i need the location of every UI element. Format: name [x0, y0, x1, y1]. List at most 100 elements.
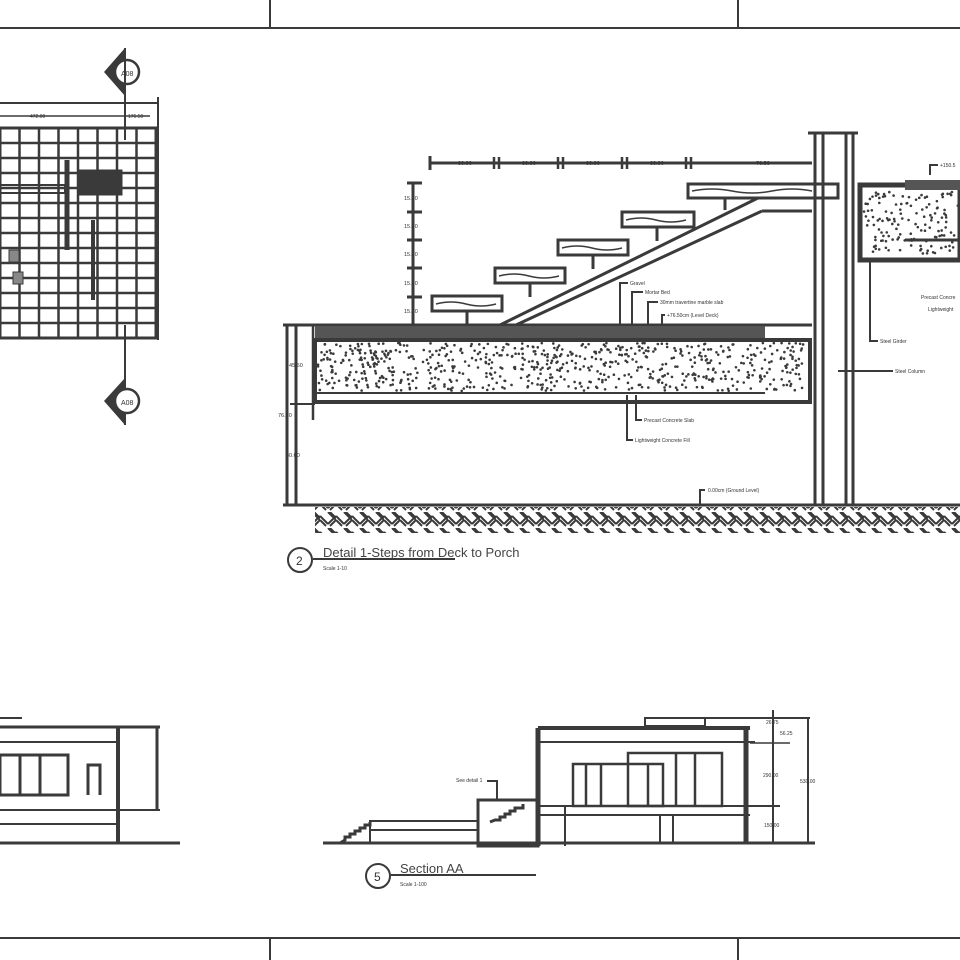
aggregate-dot	[933, 251, 937, 255]
aggregate-dot	[877, 248, 881, 251]
aggregate-dot	[709, 348, 713, 351]
aggregate-dot	[545, 386, 549, 390]
aggregate-dot	[390, 370, 394, 374]
aggregate-dot	[588, 368, 591, 372]
aggregate-dot	[921, 252, 925, 255]
aggregate-dot	[892, 194, 895, 197]
aggregate-dot	[612, 373, 616, 376]
aggregate-dot	[588, 380, 591, 384]
aggregate-dot	[785, 366, 788, 369]
detail-riser-dims: 15.00 15.00 15.00 15.00 15.00	[404, 196, 418, 315]
section-marker-bottom[interactable]: A08	[104, 325, 141, 425]
aggregate-dot	[604, 378, 608, 382]
aggregate-dot	[380, 357, 383, 360]
aggregate-dot	[645, 355, 649, 359]
aggregate-dot	[656, 342, 660, 346]
aggregate-dot	[797, 357, 801, 361]
aggregate-dot	[492, 353, 496, 357]
section-marker-top[interactable]: A08	[104, 48, 141, 140]
aggregate-dot	[474, 358, 478, 362]
aggregate-dot	[495, 381, 499, 385]
aggregate-dot	[740, 361, 743, 365]
aggregate-dot	[521, 352, 524, 356]
aggregate-dot	[375, 356, 378, 360]
aggregate-dot	[369, 349, 372, 352]
aggregate-dot	[901, 195, 905, 198]
aggregate-dot	[554, 355, 558, 358]
aggregate-dot	[800, 386, 804, 390]
aggregate-dot	[465, 385, 469, 388]
aggregate-dot	[400, 378, 403, 382]
aggregate-dot	[335, 343, 338, 347]
aggregate-dot	[532, 350, 536, 353]
aggregate-dot	[779, 357, 783, 361]
aggregate-dot	[326, 358, 329, 361]
aggregate-dot	[940, 216, 944, 219]
aggregate-dot	[605, 341, 608, 345]
aggregate-dot	[665, 345, 669, 349]
aggregate-dot	[907, 218, 910, 222]
aggregate-dot	[798, 377, 802, 381]
aggregate-dot	[566, 369, 570, 373]
aggregate-dot	[351, 349, 354, 353]
aggregate-dot	[683, 379, 686, 382]
aggregate-dot	[421, 360, 425, 364]
aggregate-dot	[676, 365, 679, 368]
label-top-level: +150.5	[940, 163, 956, 169]
aggregate-dot	[428, 371, 432, 375]
aggregate-dot	[648, 372, 652, 376]
aggregate-dot	[330, 376, 334, 380]
aggregate-dot	[488, 372, 492, 375]
aggregate-dot	[897, 236, 901, 239]
aggregate-dot	[536, 377, 540, 380]
section-number: 5	[374, 870, 381, 884]
aggregate-dot	[345, 378, 348, 382]
aggregate-dot	[530, 381, 534, 385]
aggregate-dot	[444, 342, 448, 346]
aggregate-dot	[874, 194, 878, 197]
aggregate-dot	[896, 223, 900, 226]
aggregate-dot	[428, 350, 432, 353]
aggregate-dot	[626, 381, 630, 385]
aggregate-dot	[640, 385, 644, 389]
aggregate-dot	[597, 377, 601, 381]
aggregate-dot	[944, 245, 947, 249]
aggregate-dot	[948, 244, 951, 248]
plan-dim-width: 472.00	[30, 114, 46, 120]
aggregate-dot	[429, 366, 433, 369]
title-block-bottom	[0, 937, 960, 960]
aggregate-dot	[661, 363, 664, 366]
aggregate-dot	[916, 225, 920, 229]
aggregate-dot	[435, 349, 438, 353]
see-detail-note[interactable]: See detail 1	[456, 778, 483, 784]
aggregate-dot	[458, 371, 461, 375]
aggregate-dot	[633, 352, 637, 356]
aggregate-dot	[498, 354, 501, 357]
aggregate-dot	[801, 343, 805, 346]
aggregate-dot	[563, 378, 566, 381]
aggregate-dot	[460, 389, 463, 393]
aggregate-dot	[773, 388, 776, 391]
aggregate-dot	[940, 233, 944, 237]
aggregate-dot	[347, 358, 351, 362]
aggregate-dot	[647, 349, 650, 353]
aggregate-dot	[727, 389, 731, 393]
aggregate-dot	[399, 381, 402, 385]
aggregate-dot	[890, 211, 893, 215]
aggregate-dot	[521, 356, 524, 360]
aggregate-dot	[560, 348, 564, 351]
aggregate-dot	[434, 367, 437, 371]
aggregate-dot	[427, 368, 430, 372]
aggregate-dot	[587, 342, 590, 346]
aggregate-dot	[664, 383, 668, 387]
aggregate-dot	[448, 378, 452, 382]
aggregate-dot	[704, 359, 708, 362]
aggregate-dot	[500, 367, 504, 370]
aggregate-dot	[431, 385, 435, 388]
aggregate-dot	[929, 213, 932, 217]
aggregate-dot	[316, 363, 320, 366]
aggregate-dot	[631, 358, 634, 361]
aggregate-dot	[909, 244, 913, 247]
aggregate-dot	[398, 341, 401, 345]
aggregate-dot	[374, 369, 377, 373]
